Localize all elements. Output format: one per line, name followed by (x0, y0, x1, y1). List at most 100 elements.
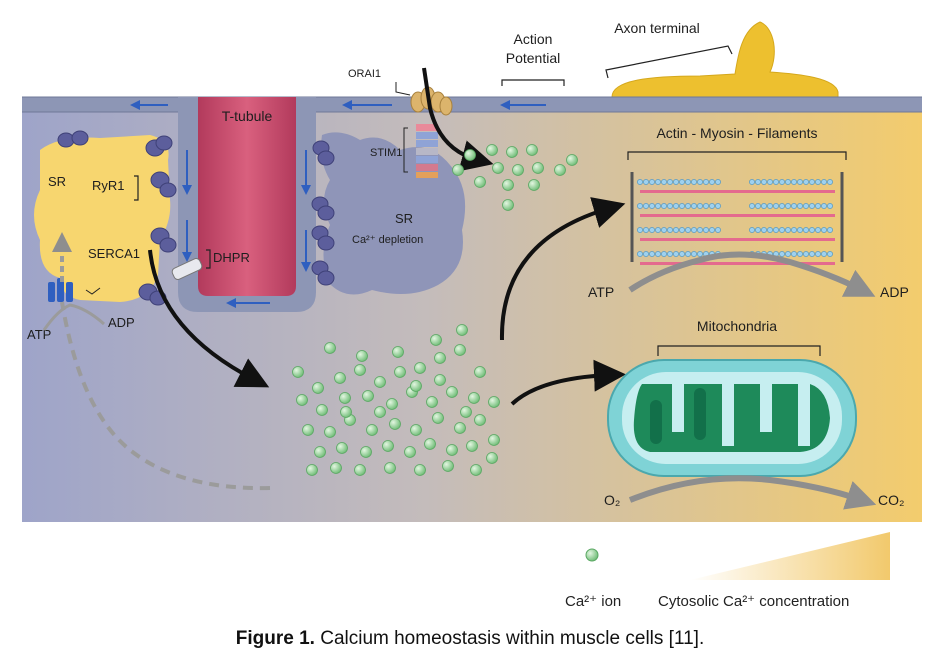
atp-left-label: ATP (27, 327, 51, 342)
action-potential-label-1: Action (514, 31, 553, 47)
myosin-head (637, 203, 643, 209)
myosin-head (791, 179, 797, 185)
myosin-head (803, 227, 809, 233)
myosin-head (809, 227, 815, 233)
myosin-head (709, 179, 715, 185)
myosin-head (667, 227, 673, 233)
myosin-head (643, 203, 649, 209)
serca1-label: SERCA1 (88, 246, 140, 261)
calcium-ion (486, 452, 498, 464)
ryr1-receptors (57, 130, 177, 306)
myosin-head (755, 227, 761, 233)
calcium-ion (336, 442, 348, 454)
myosin-head (685, 251, 691, 257)
calcium-ion (488, 434, 500, 446)
myosin-head (791, 203, 797, 209)
myosin-head (779, 227, 785, 233)
figure-caption-number: Figure 1. (235, 628, 315, 649)
legend-concentration-label: Cytosolic Ca²⁺ concentration (658, 593, 849, 610)
actin-filament (640, 190, 835, 193)
myosin-head (703, 179, 709, 185)
myosin-head (691, 251, 697, 257)
myosin-head (673, 251, 679, 257)
myosin-head (827, 227, 833, 233)
calcium-ion (474, 366, 486, 378)
calcium-ion (434, 374, 446, 386)
myosin-head (749, 227, 755, 233)
figure-caption-text: Calcium homeostasis within muscle cells … (314, 628, 705, 649)
myosin-head (767, 203, 773, 209)
myosin-head (655, 203, 661, 209)
myosin-head (767, 179, 773, 185)
axon-terminal-label: Axon terminal (614, 20, 700, 36)
myosin-head (785, 179, 791, 185)
calcium-ion (470, 464, 482, 476)
myosin-head (755, 179, 761, 185)
mitochondria-label: Mitochondria (697, 318, 777, 334)
myosin-head (809, 203, 815, 209)
calcium-ion (354, 464, 366, 476)
calcium-ion (312, 382, 324, 394)
calcium-ion (554, 164, 566, 176)
myosin-head (773, 227, 779, 233)
calcium-ion (456, 324, 468, 336)
sr-left-label: SR (48, 174, 66, 189)
calcium-ion (324, 342, 336, 354)
calcium-ion (502, 179, 514, 191)
myosin-head (661, 203, 667, 209)
calcium-ion (414, 362, 426, 374)
myosin-head (761, 227, 767, 233)
myosin-head (821, 227, 827, 233)
myosin-head (685, 179, 691, 185)
calcium-ion (339, 392, 351, 404)
calcium-ion (464, 149, 476, 161)
t-tubule-label: T-tubule (222, 108, 273, 124)
myosin-head (679, 179, 685, 185)
calcium-ion (468, 392, 480, 404)
mitochondria-o2-co2-arrow (628, 475, 877, 510)
myosin-head (661, 251, 667, 257)
calcium-ion (446, 386, 458, 398)
dhpr-channel (171, 258, 203, 280)
serca-atp-arrow (42, 303, 105, 331)
myosin-head (827, 203, 833, 209)
myosin-head (679, 251, 685, 257)
myosin-head (827, 179, 833, 185)
calcium-ion (330, 462, 342, 474)
myosin-head (643, 227, 649, 233)
calcium-ion (316, 404, 328, 416)
calcium-ion (324, 426, 336, 438)
myosin-head (797, 203, 803, 209)
calcium-reuptake-dashed-arrow (60, 301, 271, 491)
calcium-ion (389, 418, 401, 430)
myosin-head (779, 179, 785, 185)
calcium-ion (442, 460, 454, 472)
myosin-head (691, 227, 697, 233)
myosin-head (661, 227, 667, 233)
stim1-label: STIM1 (370, 147, 402, 159)
myosin-head (703, 203, 709, 209)
myosin-head (815, 227, 821, 233)
calcium-ion (314, 446, 326, 458)
myosin-head (803, 179, 809, 185)
calcium-ion (356, 350, 368, 362)
myosin-head (761, 203, 767, 209)
myosin-head (637, 251, 643, 257)
myosin-head (655, 227, 661, 233)
calcium-ion (526, 144, 538, 156)
calcium-ion (488, 396, 500, 408)
myosin-head (667, 251, 673, 257)
calcium-ion (430, 334, 442, 346)
myosin-head (773, 179, 779, 185)
calcium-ion (466, 440, 478, 452)
calcium-ion (296, 394, 308, 406)
calcium-ion (392, 346, 404, 358)
myosin-head (685, 227, 691, 233)
myosin-head (761, 179, 767, 185)
o2-label: O₂ (604, 492, 620, 508)
calcium-ion (360, 446, 372, 458)
myosin-head (673, 227, 679, 233)
serca-pump-icon (48, 278, 73, 302)
calcium-ion (334, 372, 346, 384)
calcium-ion (492, 162, 504, 174)
